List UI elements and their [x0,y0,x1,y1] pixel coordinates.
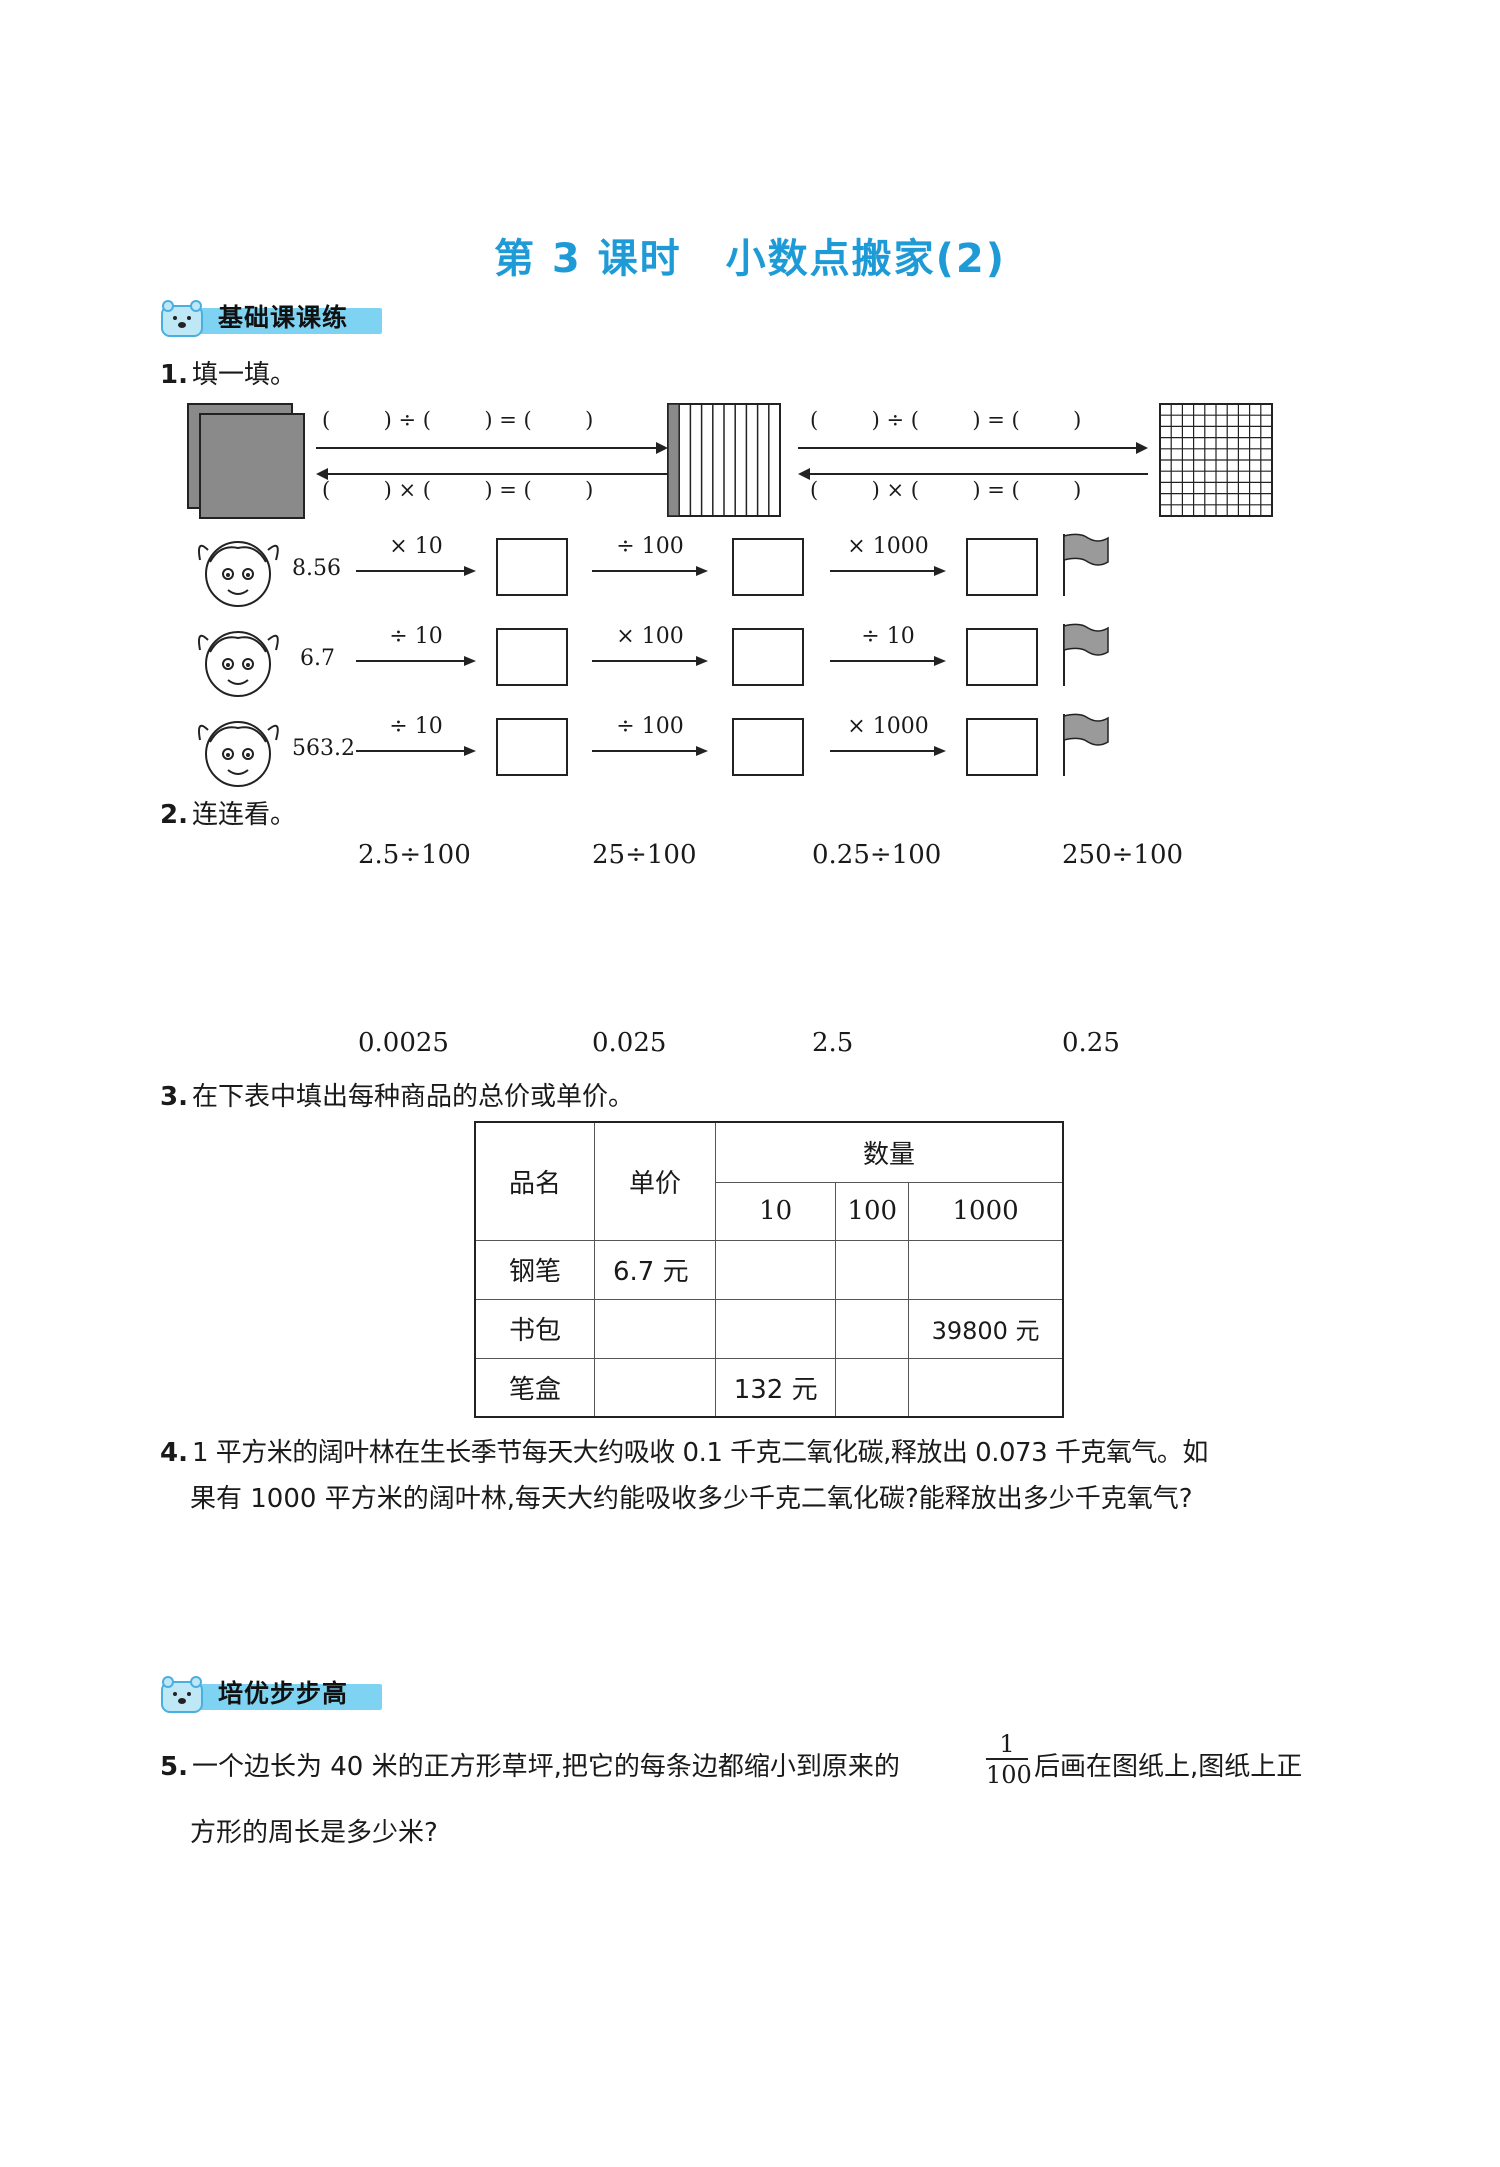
bear-icon [161,1676,203,1713]
section-label: 培优步步高 [218,1679,349,1708]
decimal-grid-diagram [187,403,1273,519]
cell-total[interactable] [908,1357,1064,1418]
right-arrow-icon [592,566,708,576]
flag-icon [1063,713,1109,776]
lesson-topic: 小数点搬家(2) [725,236,1007,282]
right-arrow-icon [830,656,946,666]
cell-price[interactable]: 6.7 元 [594,1239,716,1300]
answer-box[interactable] [732,718,804,776]
header-name: 品名 [474,1121,595,1241]
blank-multiplication-2: ( ) × ( ) = ( ) [810,478,1082,502]
chain-operation-label: × 1000 [847,714,929,739]
chain-operation-label: ÷ 100 [616,714,684,739]
cell-total[interactable] [908,1239,1064,1300]
right-arrow-icon [830,566,946,576]
cell-name: 钢笔 [474,1239,595,1300]
answer-box[interactable] [496,628,568,686]
question-5-line-1-end: 后画在图纸上,图纸上正 [1034,1752,1303,1782]
answer-box[interactable] [966,538,1038,596]
match-bottom-item: 0.0025 [358,1028,449,1058]
cell-total[interactable]: 39800 元 [908,1298,1064,1359]
fraction-denominator: 100 [986,1758,1032,1790]
sheep-character-icon [198,541,279,607]
right-arrow-icon [592,746,708,756]
section-badge-advanced: 培优步步高 [160,1672,382,1713]
flag-icon [1063,623,1109,686]
chain-operation-label: × 100 [616,624,684,649]
section-badge-basic: 基础课课练 [160,296,382,337]
sheep-character-icon [198,721,279,787]
answer-box[interactable] [732,628,804,686]
match-top-item: 25÷100 [592,840,697,870]
right-arrow-icon [592,656,708,666]
chain-operation-label: × 10 [389,534,443,559]
cell-price[interactable] [594,1357,716,1418]
price-table: 品名 单价 数量 10 100 1000 钢笔 6.7 元 书包 39800 元… [474,1121,1064,1418]
question-5: 5.一个边长为 40 米的正方形草坪,把它的每条边都缩小到原来的 [160,1752,900,1782]
answer-box[interactable] [966,718,1038,776]
match-bottom-item: 0.25 [1062,1028,1120,1058]
cell-price[interactable] [594,1298,716,1359]
bear-icon [161,300,203,337]
header-qty-1000: 1000 [908,1181,1064,1241]
cell-total[interactable] [714,1298,837,1359]
cell-total[interactable] [835,1298,910,1359]
page-title: 第 3 课时小数点搬家(2) [0,226,1500,284]
question-4-line-2: 果有 1000 平方米的阔叶林,每天大约能吸收多少千克二氧化碳?能释放出多少千克… [190,1484,1193,1514]
question-3-heading: 3.在下表中填出每种商品的总价或单价。 [160,1082,634,1112]
header-price: 单价 [594,1121,716,1241]
chain-operation-label: ÷ 10 [389,714,443,739]
right-arrow-icon [356,566,476,576]
section-label: 基础课课练 [218,303,349,332]
question-5-line-2: 方形的周长是多少米? [190,1818,438,1848]
right-arrow-icon [356,656,476,666]
cell-total[interactable]: 132 元 [714,1357,837,1418]
chain-operation-label: ÷ 10 [389,624,443,649]
question-1-heading: 1.填一填。 [160,360,296,390]
flag-icon [1063,533,1109,596]
chain-operation-label: ÷ 100 [616,534,684,559]
header-qty-100: 100 [835,1181,910,1241]
right-arrow-icon [830,746,946,756]
answer-box[interactable] [496,538,568,596]
question-2-heading: 2.连连看。 [160,800,296,830]
match-bottom-item: 0.025 [592,1028,667,1058]
answer-box[interactable] [496,718,568,776]
cell-total[interactable] [835,1239,910,1300]
match-top-item: 250÷100 [1062,840,1184,870]
fraction-numerator: 1 [999,1730,1015,1758]
question-4: 4.1 平方米的阔叶林在生长季节每天大约吸收 0.1 千克二氧化碳,释放出 0.… [160,1438,1208,1468]
answer-box[interactable] [966,628,1038,686]
chain-start-number: 563.2 [292,736,355,761]
blank-division-1: ( ) ÷ ( ) = ( ) [322,408,594,432]
answer-box[interactable] [732,538,804,596]
chain-start-number: 6.7 [300,646,335,671]
blank-multiplication-1: ( ) × ( ) = ( ) [322,478,594,502]
match-top-item: 0.25÷100 [812,840,942,870]
sheep-character-icon [198,631,279,697]
lesson-number: 第 3 课时 [493,236,682,282]
cell-total[interactable] [835,1357,910,1418]
cell-name: 笔盒 [474,1357,595,1418]
match-top-item: 2.5÷100 [358,840,471,870]
chain-operation-label: ÷ 10 [861,624,915,649]
chain-start-number: 8.56 [292,556,341,581]
chain-operation-label: × 1000 [847,534,929,559]
header-qty-10: 10 [714,1181,837,1241]
fraction: 1 100 [986,1730,1032,1790]
blank-division-2: ( ) ÷ ( ) = ( ) [810,408,1082,432]
cell-total[interactable] [714,1239,837,1300]
cell-name: 书包 [474,1298,595,1359]
right-arrow-icon [356,746,476,756]
match-bottom-item: 2.5 [812,1028,854,1058]
header-quantity: 数量 [715,1121,1064,1183]
